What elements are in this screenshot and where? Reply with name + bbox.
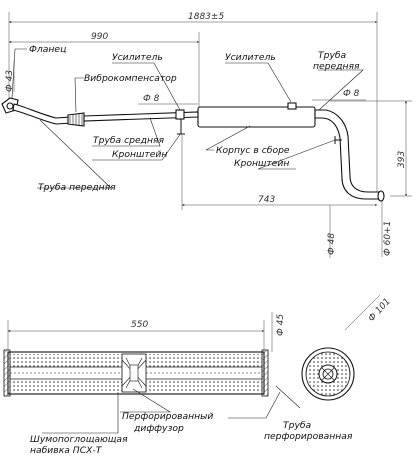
muffler-end-cap-right: [261, 349, 269, 397]
leader-lines-bottom: [42, 385, 301, 434]
leader-lines-top: [11, 48, 364, 189]
label-perforated-diffuser-1: Перфорированный: [122, 411, 213, 422]
dimension-muffler-diameter-45: Ф 45: [271, 312, 286, 352]
outlet-end-part: [377, 190, 385, 202]
exhaust-assembly: [1, 97, 385, 202]
dim-1883-text: 1883±5: [188, 12, 224, 22]
dim-43-text: Ф 43: [5, 70, 15, 92]
vibro-compensator-part: [67, 112, 85, 127]
label-housing-assembly: Корпус в сборе: [216, 145, 290, 156]
label-middle-pipe: Труба средняя: [93, 135, 165, 146]
dim-393-text: 393: [397, 151, 407, 168]
label-front-pipe-right-1: Труба: [318, 50, 347, 61]
dimension-diameter-8-right: Ф 8: [312, 89, 366, 101]
bracket-left-part: [177, 119, 185, 135]
muffler-end-view: [301, 347, 355, 401]
label-reinforcement-left: Усилитель: [112, 52, 163, 63]
reinforcement-right-part: [287, 102, 297, 110]
dim-60-text: Ф 60+1: [383, 221, 393, 256]
dimension-overall-length: 1883±5: [8, 12, 378, 198]
housing-assembly-part: [197, 106, 316, 128]
muffler-section: [3, 349, 269, 397]
dim-990-text: 990: [91, 32, 108, 42]
label-sound-absorbing-1: Шумопоглощающая: [30, 434, 128, 445]
dimension-743: 743: [181, 135, 378, 210]
dim-101-text: Ф 101: [367, 297, 393, 324]
dim-743-text: 743: [258, 195, 275, 205]
label-vibro-compensator: Виброкомпенсатор: [84, 73, 177, 84]
dimension-muffler-length: 550: [7, 320, 265, 350]
dimension-990: 990: [8, 32, 200, 112]
dimension-diameter-60: Ф 60+1: [381, 200, 393, 257]
dimension-muffler-diameter-101: Ф 101: [344, 294, 393, 331]
front-pipe-left-part: [12, 103, 73, 125]
label-perforated-pipe-1: Труба: [283, 420, 312, 431]
dimension-diameter-48: Ф 48: [327, 205, 337, 258]
muffler-end-cap-left: [3, 349, 11, 397]
label-front-pipe-right-2: передняя: [313, 61, 360, 72]
label-reinforcement-right: Усилитель: [225, 52, 276, 63]
label-bracket-right: Кронштейн: [234, 158, 289, 169]
dim-45-text: Ф 45: [276, 314, 286, 336]
reinforcement-left-part: [175, 109, 185, 120]
dim-48-text: Ф 48: [327, 233, 337, 255]
label-perforated-diffuser-2: диффузор: [133, 423, 184, 434]
label-perforated-pipe-2: перфорированная: [264, 431, 353, 442]
dim-550-text: 550: [131, 320, 148, 330]
label-front-pipe-left: Труба передняя: [38, 182, 116, 193]
dimension-diameter-8-left: Ф 8: [138, 94, 198, 105]
front-pipe-right-part: [314, 109, 381, 200]
dim-8-left-text: Ф 8: [143, 94, 160, 104]
label-flange: Фланец: [29, 44, 66, 55]
label-bracket-left: Кронштейн: [112, 149, 167, 160]
label-sound-absorbing-2: набивка ПСХ-Т: [30, 445, 103, 456]
perforated-diffuser: [121, 353, 147, 393]
dim-8-right-text: Ф 8: [343, 89, 360, 99]
dimension-393: 393: [330, 100, 412, 197]
